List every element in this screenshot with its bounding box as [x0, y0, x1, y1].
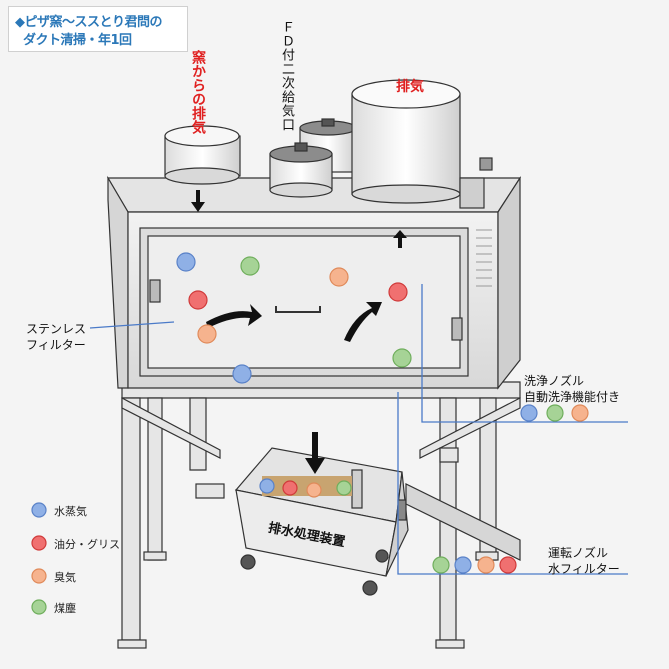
title-line-2: ダクト清掃・年1回: [23, 33, 132, 48]
arrow-down-drain: [305, 432, 325, 474]
label-stainless-filter-2: フィルター: [26, 338, 86, 352]
particle-soot: [546, 404, 564, 422]
label-wash-nozzle-1: 洗浄ノズル: [524, 374, 585, 388]
particle-steam: [176, 252, 196, 272]
arrow-curve-up: [344, 302, 382, 342]
label-run-nozzle-2: 水フィルター: [548, 562, 620, 576]
damper-knob: [459, 157, 493, 209]
legend-odor: 臭気: [54, 571, 76, 584]
kiln-exhaust-duct: [164, 125, 241, 185]
particle-soot: [432, 556, 450, 574]
leader-lines: [89, 284, 628, 575]
legend-marker-odor: [31, 568, 47, 584]
legend-markers: [31, 502, 47, 615]
legend-steam: 水蒸気: [54, 505, 87, 518]
title-line-1: ◆ピザ窯～ススとり君問の: [15, 15, 163, 30]
particle-steam: [520, 404, 538, 422]
particle-grease: [499, 556, 517, 574]
particle-steam: [232, 364, 252, 384]
label-fd-inlet: ＦＤ付二次給気口: [279, 20, 294, 132]
label-wash-nozzle-2: 自動洗浄機能付き: [524, 390, 621, 404]
label-exhaust: 排気: [396, 79, 424, 95]
exhaust-duct: [351, 79, 461, 204]
label-from-kiln: 窯からの排気: [190, 50, 206, 134]
title-box: ◆ピザ窯～ススとり君問の ダクト清掃・年1回: [8, 6, 188, 52]
arrow-down-intake: [191, 190, 205, 212]
particle-odor: [329, 267, 349, 287]
arrow-curve-right: [206, 304, 262, 328]
label-stainless-filter-1: ステンレス: [26, 322, 87, 336]
fd-inlet-ducts: [269, 118, 357, 198]
legend-marker-steam: [31, 502, 47, 518]
particle-grease: [282, 480, 298, 496]
main-housing: [106, 175, 522, 390]
particle-soot: [240, 256, 260, 276]
legend-marker-soot: [31, 599, 47, 615]
particle-steam: [259, 478, 275, 494]
legend-soot: 煤塵: [54, 602, 76, 615]
arrow-up-exhaust: [393, 230, 407, 248]
particle-odor: [477, 556, 495, 574]
particle-odor: [197, 324, 217, 344]
particles: [176, 252, 589, 574]
particle-grease: [388, 282, 408, 302]
particle-odor: [571, 404, 589, 422]
legend-marker-grease: [31, 535, 47, 551]
flow-arrows: [191, 190, 407, 474]
legend-grease: 油分・グリス: [54, 538, 120, 551]
label-run-nozzle-1: 運転ノズル: [548, 546, 609, 560]
particle-grease: [188, 290, 208, 310]
particle-soot: [336, 480, 352, 496]
particle-steam: [454, 556, 472, 574]
particle-soot: [392, 348, 412, 368]
particle-odor: [306, 482, 322, 498]
stand: [117, 381, 521, 649]
